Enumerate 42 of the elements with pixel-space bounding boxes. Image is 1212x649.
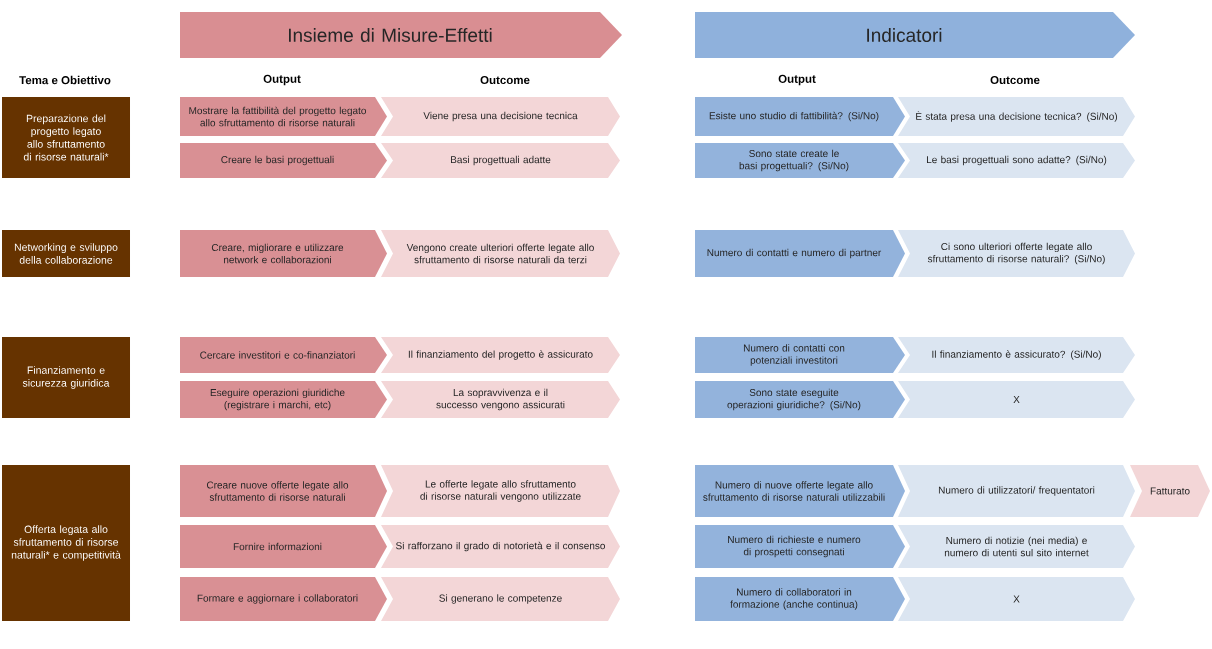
theme-box: Preparazione del progetto legato allo sfruttamento di risorse naturali* bbox=[2, 97, 130, 178]
chevron-box: Numero di contatti con potenziali investitori bbox=[695, 337, 905, 373]
chevron-box: Esiste uno studio di fattibilità? (Si/No) bbox=[695, 97, 905, 136]
chevron-box: Si generano le competenze bbox=[381, 577, 620, 621]
chevron-box: Numero di collaboratori in formazione (anche continua) bbox=[695, 577, 905, 621]
column-heading: Output bbox=[263, 74, 301, 86]
column-heading: Tema e Obiettivo bbox=[19, 75, 111, 85]
chevron-box: Il finanziamento è assicurato? (Si/No) bbox=[898, 337, 1135, 373]
chevron-box: Viene presa una decisione tecnica bbox=[381, 97, 620, 136]
chevron-box: Numero di contatti e numero di partner bbox=[695, 230, 905, 277]
chevron-box: Numero di notizie (nei media) e numero di utenti sul sito internet bbox=[898, 525, 1135, 568]
theme-box: Finanziamento e sicurezza giuridica bbox=[2, 337, 130, 418]
chevron-box: Il finanziamento del progetto è assicurato bbox=[381, 337, 620, 373]
chevron-box: Creare nuove offerte legate allo sfruttamento di risorse naturali bbox=[180, 465, 387, 517]
chevron-box: Si rafforzano il grado di notorietà e il consenso bbox=[381, 525, 620, 568]
chevron-box: Sono state eseguite operazioni giuridiche? (Si/No) bbox=[695, 381, 905, 418]
chevron-box: Cercare investitori e co-finanziatori bbox=[180, 337, 387, 373]
chevron-box: X bbox=[898, 381, 1135, 418]
chevron-box: Ci sono ulteriori offerte legate allo sfruttamento di risorse naturali? (Si/No) bbox=[898, 230, 1135, 277]
chevron-box: Numero di nuove offerte legate allo sfruttamento di risorse naturali utilizzabili bbox=[695, 465, 905, 517]
column-heading: Outcome bbox=[990, 75, 1040, 85]
chevron-box: Formare e aggiornare i collaboratori bbox=[180, 577, 387, 621]
chevron-box: Mostrare la fattibilità del progetto legato allo sfruttamento di risorse naturali bbox=[180, 97, 387, 136]
chevron-box: È stata presa una decisione tecnica? (Si/No) bbox=[898, 97, 1135, 136]
theme-box: Networking e sviluppo della collaborazione bbox=[2, 230, 130, 277]
chevron-box: Creare le basi progettuali bbox=[180, 143, 387, 178]
chevron-box: Creare, migliorare e utilizzare network e collaborazioni bbox=[180, 230, 387, 277]
column-heading: Output bbox=[778, 74, 816, 86]
chevron-box: X bbox=[898, 577, 1135, 621]
chevron-box: Le basi progettuali sono adatte? (Si/No) bbox=[898, 143, 1135, 178]
chevron-box: Eseguire operazioni giuridiche (registrare i marchi, etc) bbox=[180, 381, 387, 418]
chevron-box: Fatturato bbox=[1130, 465, 1210, 517]
theme-box: Offerta legata allo sfruttamento di risorse naturali* e competitività bbox=[2, 465, 130, 621]
chevron-box: Fornire informazioni bbox=[180, 525, 387, 568]
chevron-box: La sopravvivenza e il successo vengono assicurati bbox=[381, 381, 620, 418]
chevron-box: Sono state create le basi progettuali? (Si/No) bbox=[695, 143, 905, 178]
chevron-box: Le offerte legate allo sfruttamento di risorse naturali vengono utilizzate bbox=[381, 465, 620, 517]
chevron-box: Numero di richieste e numero di prospetti consegnati bbox=[695, 525, 905, 568]
chevron-box: Numero di utilizzatori/ frequentatori bbox=[898, 465, 1135, 517]
chevron-box: Basi progettuali adatte bbox=[381, 143, 620, 178]
chevron-box: Vengono create ulteriori offerte legate allo sfruttamento di risorse naturali da terzi bbox=[381, 230, 620, 277]
column-heading: Outcome bbox=[480, 75, 530, 85]
